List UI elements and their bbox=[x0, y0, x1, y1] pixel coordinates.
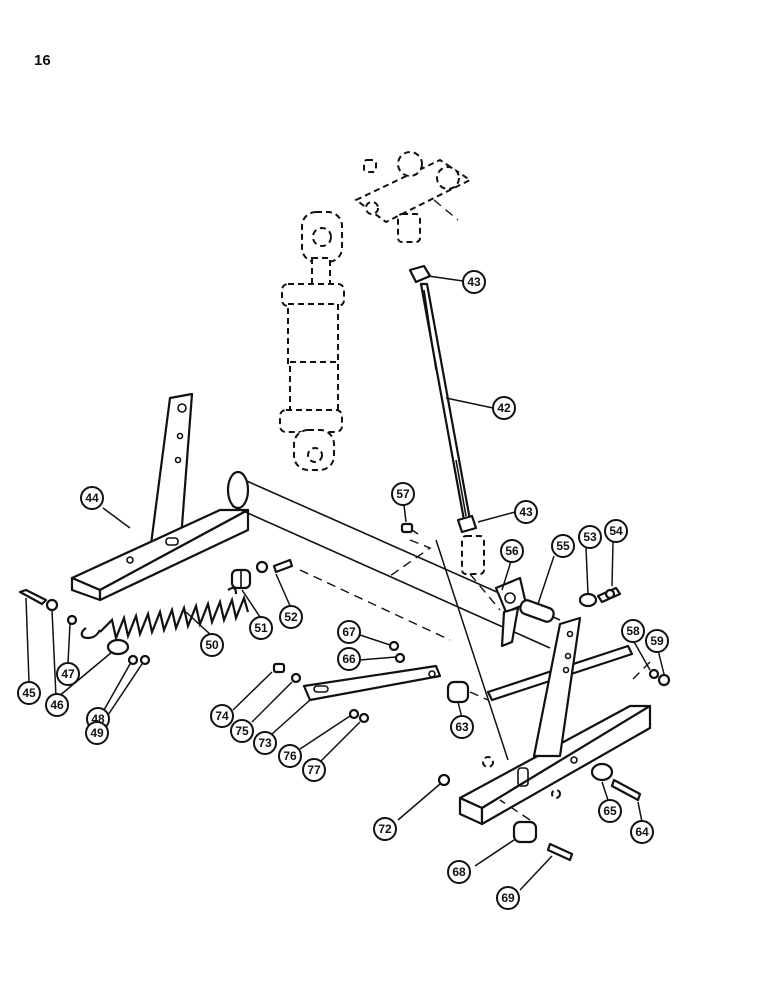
svg-text:51: 51 bbox=[254, 621, 268, 635]
svg-text:75: 75 bbox=[235, 724, 249, 738]
svg-text:49: 49 bbox=[90, 726, 104, 740]
svg-text:76: 76 bbox=[283, 749, 297, 763]
nuts-66-67 bbox=[388, 640, 406, 664]
rod-clevis bbox=[461, 535, 501, 611]
page-number: 16 bbox=[34, 52, 51, 69]
callout-66[interactable]: 66 bbox=[337, 647, 361, 671]
hardware-lower-right bbox=[437, 762, 642, 802]
svg-text:59: 59 bbox=[650, 634, 664, 648]
svg-text:68: 68 bbox=[452, 865, 466, 879]
callout-59[interactable]: 59 bbox=[645, 629, 669, 653]
right-upright-post bbox=[532, 616, 582, 758]
svg-text:53: 53 bbox=[583, 530, 597, 544]
bolt-57 bbox=[400, 522, 419, 535]
svg-text:69: 69 bbox=[501, 891, 515, 905]
callout-69[interactable]: 69 bbox=[496, 886, 520, 910]
svg-text:43: 43 bbox=[467, 275, 481, 289]
callout-74[interactable]: 74 bbox=[210, 704, 234, 728]
callout-53[interactable]: 53 bbox=[578, 525, 602, 549]
callout-44[interactable]: 44 bbox=[80, 486, 104, 510]
svg-text:66: 66 bbox=[342, 652, 356, 666]
link-arm bbox=[302, 664, 470, 704]
svg-text:65: 65 bbox=[603, 804, 617, 818]
bolt-74-75 bbox=[272, 662, 370, 724]
hydraulic-cylinder-reference bbox=[279, 211, 345, 471]
callout-57[interactable]: 57 bbox=[391, 482, 415, 506]
bushing-bolt bbox=[482, 756, 574, 862]
callout-43-upper[interactable]: 43 bbox=[462, 270, 486, 294]
top-bracket-reference bbox=[354, 151, 472, 243]
callout-45[interactable]: 45 bbox=[17, 681, 41, 705]
callout-65[interactable]: 65 bbox=[598, 799, 622, 823]
callout-54[interactable]: 54 bbox=[604, 519, 628, 543]
leader-lines bbox=[25, 275, 665, 891]
nut-lower bbox=[456, 514, 478, 534]
svg-text:58: 58 bbox=[626, 624, 640, 638]
svg-text:77: 77 bbox=[307, 763, 321, 777]
svg-text:56: 56 bbox=[505, 544, 519, 558]
callout-51[interactable]: 51 bbox=[249, 616, 273, 640]
svg-text:74: 74 bbox=[215, 709, 229, 723]
svg-text:45: 45 bbox=[22, 686, 36, 700]
svg-text:42: 42 bbox=[497, 401, 511, 415]
nut-upper bbox=[408, 264, 432, 284]
svg-text:52: 52 bbox=[284, 610, 298, 624]
callout-49[interactable]: 49 bbox=[85, 721, 109, 745]
svg-text:43: 43 bbox=[519, 505, 533, 519]
svg-text:72: 72 bbox=[378, 822, 392, 836]
nuts-58-59 bbox=[648, 668, 671, 687]
callout-56[interactable]: 56 bbox=[500, 539, 524, 563]
spring-adjuster bbox=[230, 558, 294, 590]
right-hardware bbox=[578, 586, 622, 608]
svg-text:67: 67 bbox=[342, 625, 356, 639]
main-frame bbox=[70, 470, 652, 826]
callout-43-lower[interactable]: 43 bbox=[514, 500, 538, 524]
callout-47[interactable]: 47 bbox=[56, 662, 80, 686]
callout-58[interactable]: 58 bbox=[621, 619, 645, 643]
callout-46[interactable]: 46 bbox=[45, 693, 69, 717]
svg-text:73: 73 bbox=[258, 736, 272, 750]
callout-63[interactable]: 63 bbox=[450, 715, 474, 739]
callout-64[interactable]: 64 bbox=[630, 820, 654, 844]
svg-text:44: 44 bbox=[85, 491, 99, 505]
svg-text:55: 55 bbox=[556, 539, 570, 553]
svg-text:47: 47 bbox=[61, 667, 75, 681]
callout-67[interactable]: 67 bbox=[337, 620, 361, 644]
svg-text:57: 57 bbox=[396, 487, 410, 501]
pivot-bracket bbox=[494, 576, 555, 648]
callout-42[interactable]: 42 bbox=[492, 396, 516, 420]
callout-50[interactable]: 50 bbox=[200, 633, 224, 657]
left-hardware bbox=[18, 588, 151, 666]
callout-76[interactable]: 76 bbox=[278, 744, 302, 768]
svg-text:64: 64 bbox=[635, 825, 649, 839]
callout-73[interactable]: 73 bbox=[253, 731, 277, 755]
svg-text:46: 46 bbox=[50, 698, 64, 712]
callout-72[interactable]: 72 bbox=[373, 817, 397, 841]
svg-text:54: 54 bbox=[609, 524, 623, 538]
callout-55[interactable]: 55 bbox=[551, 534, 575, 558]
svg-text:50: 50 bbox=[205, 638, 219, 652]
callout-68[interactable]: 68 bbox=[447, 860, 471, 884]
callout-75[interactable]: 75 bbox=[230, 719, 254, 743]
callout-52[interactable]: 52 bbox=[279, 605, 303, 629]
callout-77[interactable]: 77 bbox=[302, 758, 326, 782]
svg-text:63: 63 bbox=[455, 720, 469, 734]
